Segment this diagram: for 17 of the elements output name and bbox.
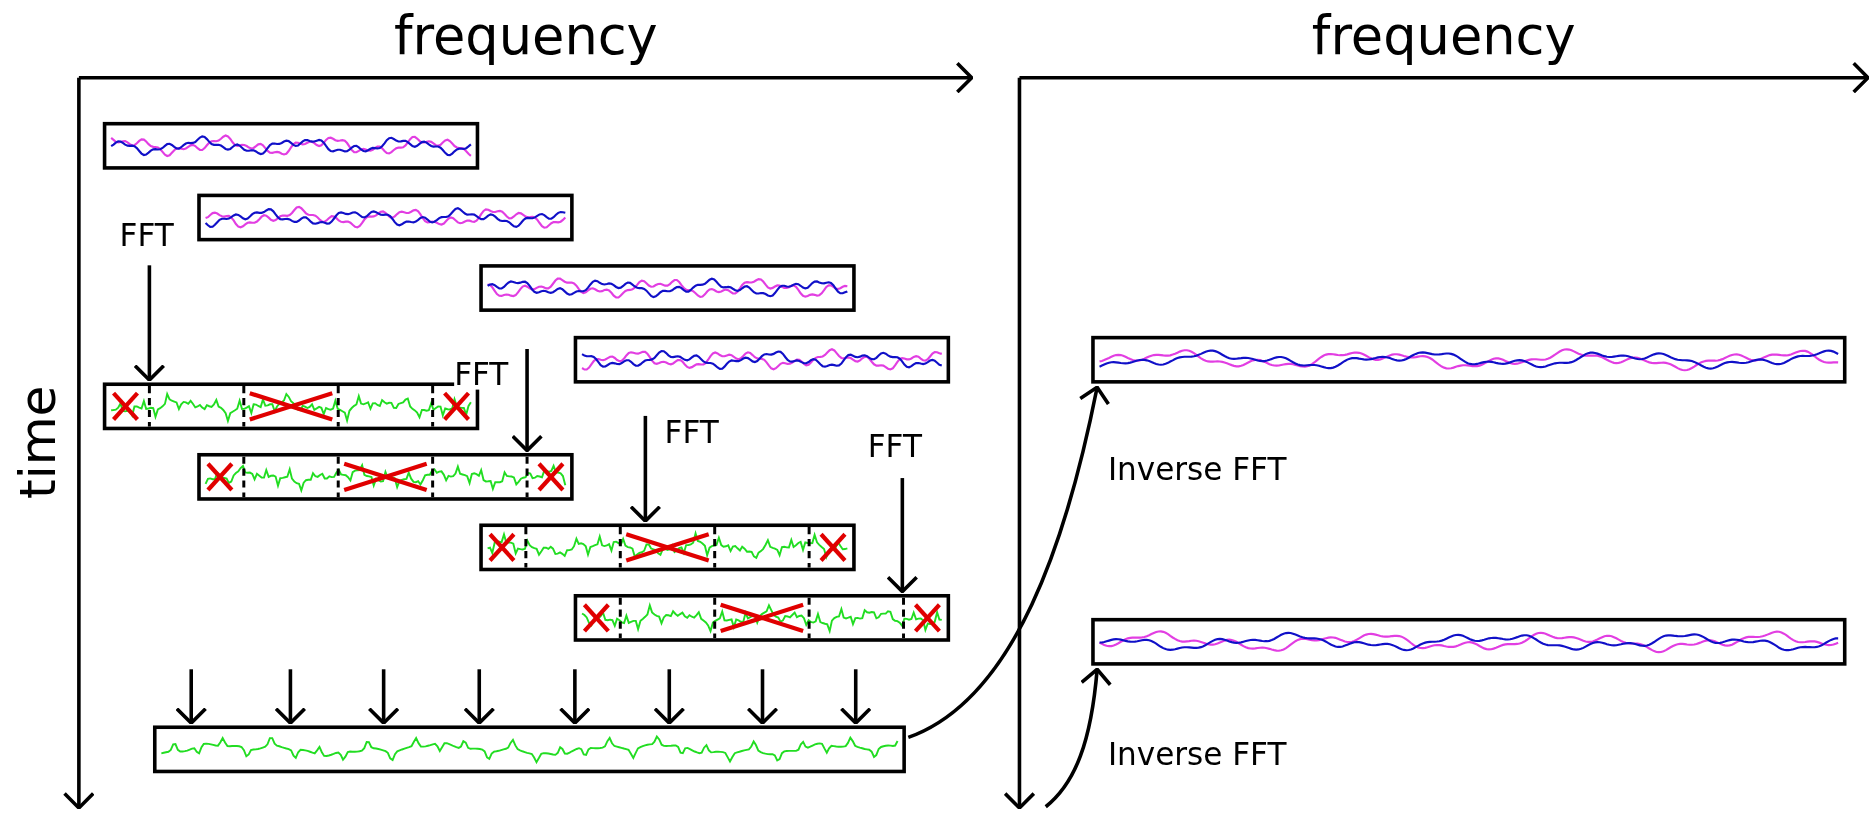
arrow bbox=[839, 669, 872, 725]
arrow bbox=[463, 669, 496, 725]
arrow bbox=[907, 385, 1111, 740]
arrow bbox=[133, 265, 166, 382]
arrow bbox=[653, 669, 686, 725]
axis-title: frequency bbox=[1311, 9, 1576, 63]
arrow bbox=[175, 669, 208, 725]
arrow bbox=[886, 478, 919, 594]
arrow bbox=[629, 415, 662, 523]
arrow bbox=[1044, 667, 1112, 809]
axis-title: time bbox=[13, 385, 64, 499]
axis-title: frequency bbox=[394, 9, 658, 63]
arrow bbox=[558, 669, 591, 725]
arrow bbox=[274, 669, 307, 725]
arrow bbox=[510, 349, 544, 453]
arrow bbox=[746, 669, 779, 725]
arrow bbox=[367, 669, 400, 725]
